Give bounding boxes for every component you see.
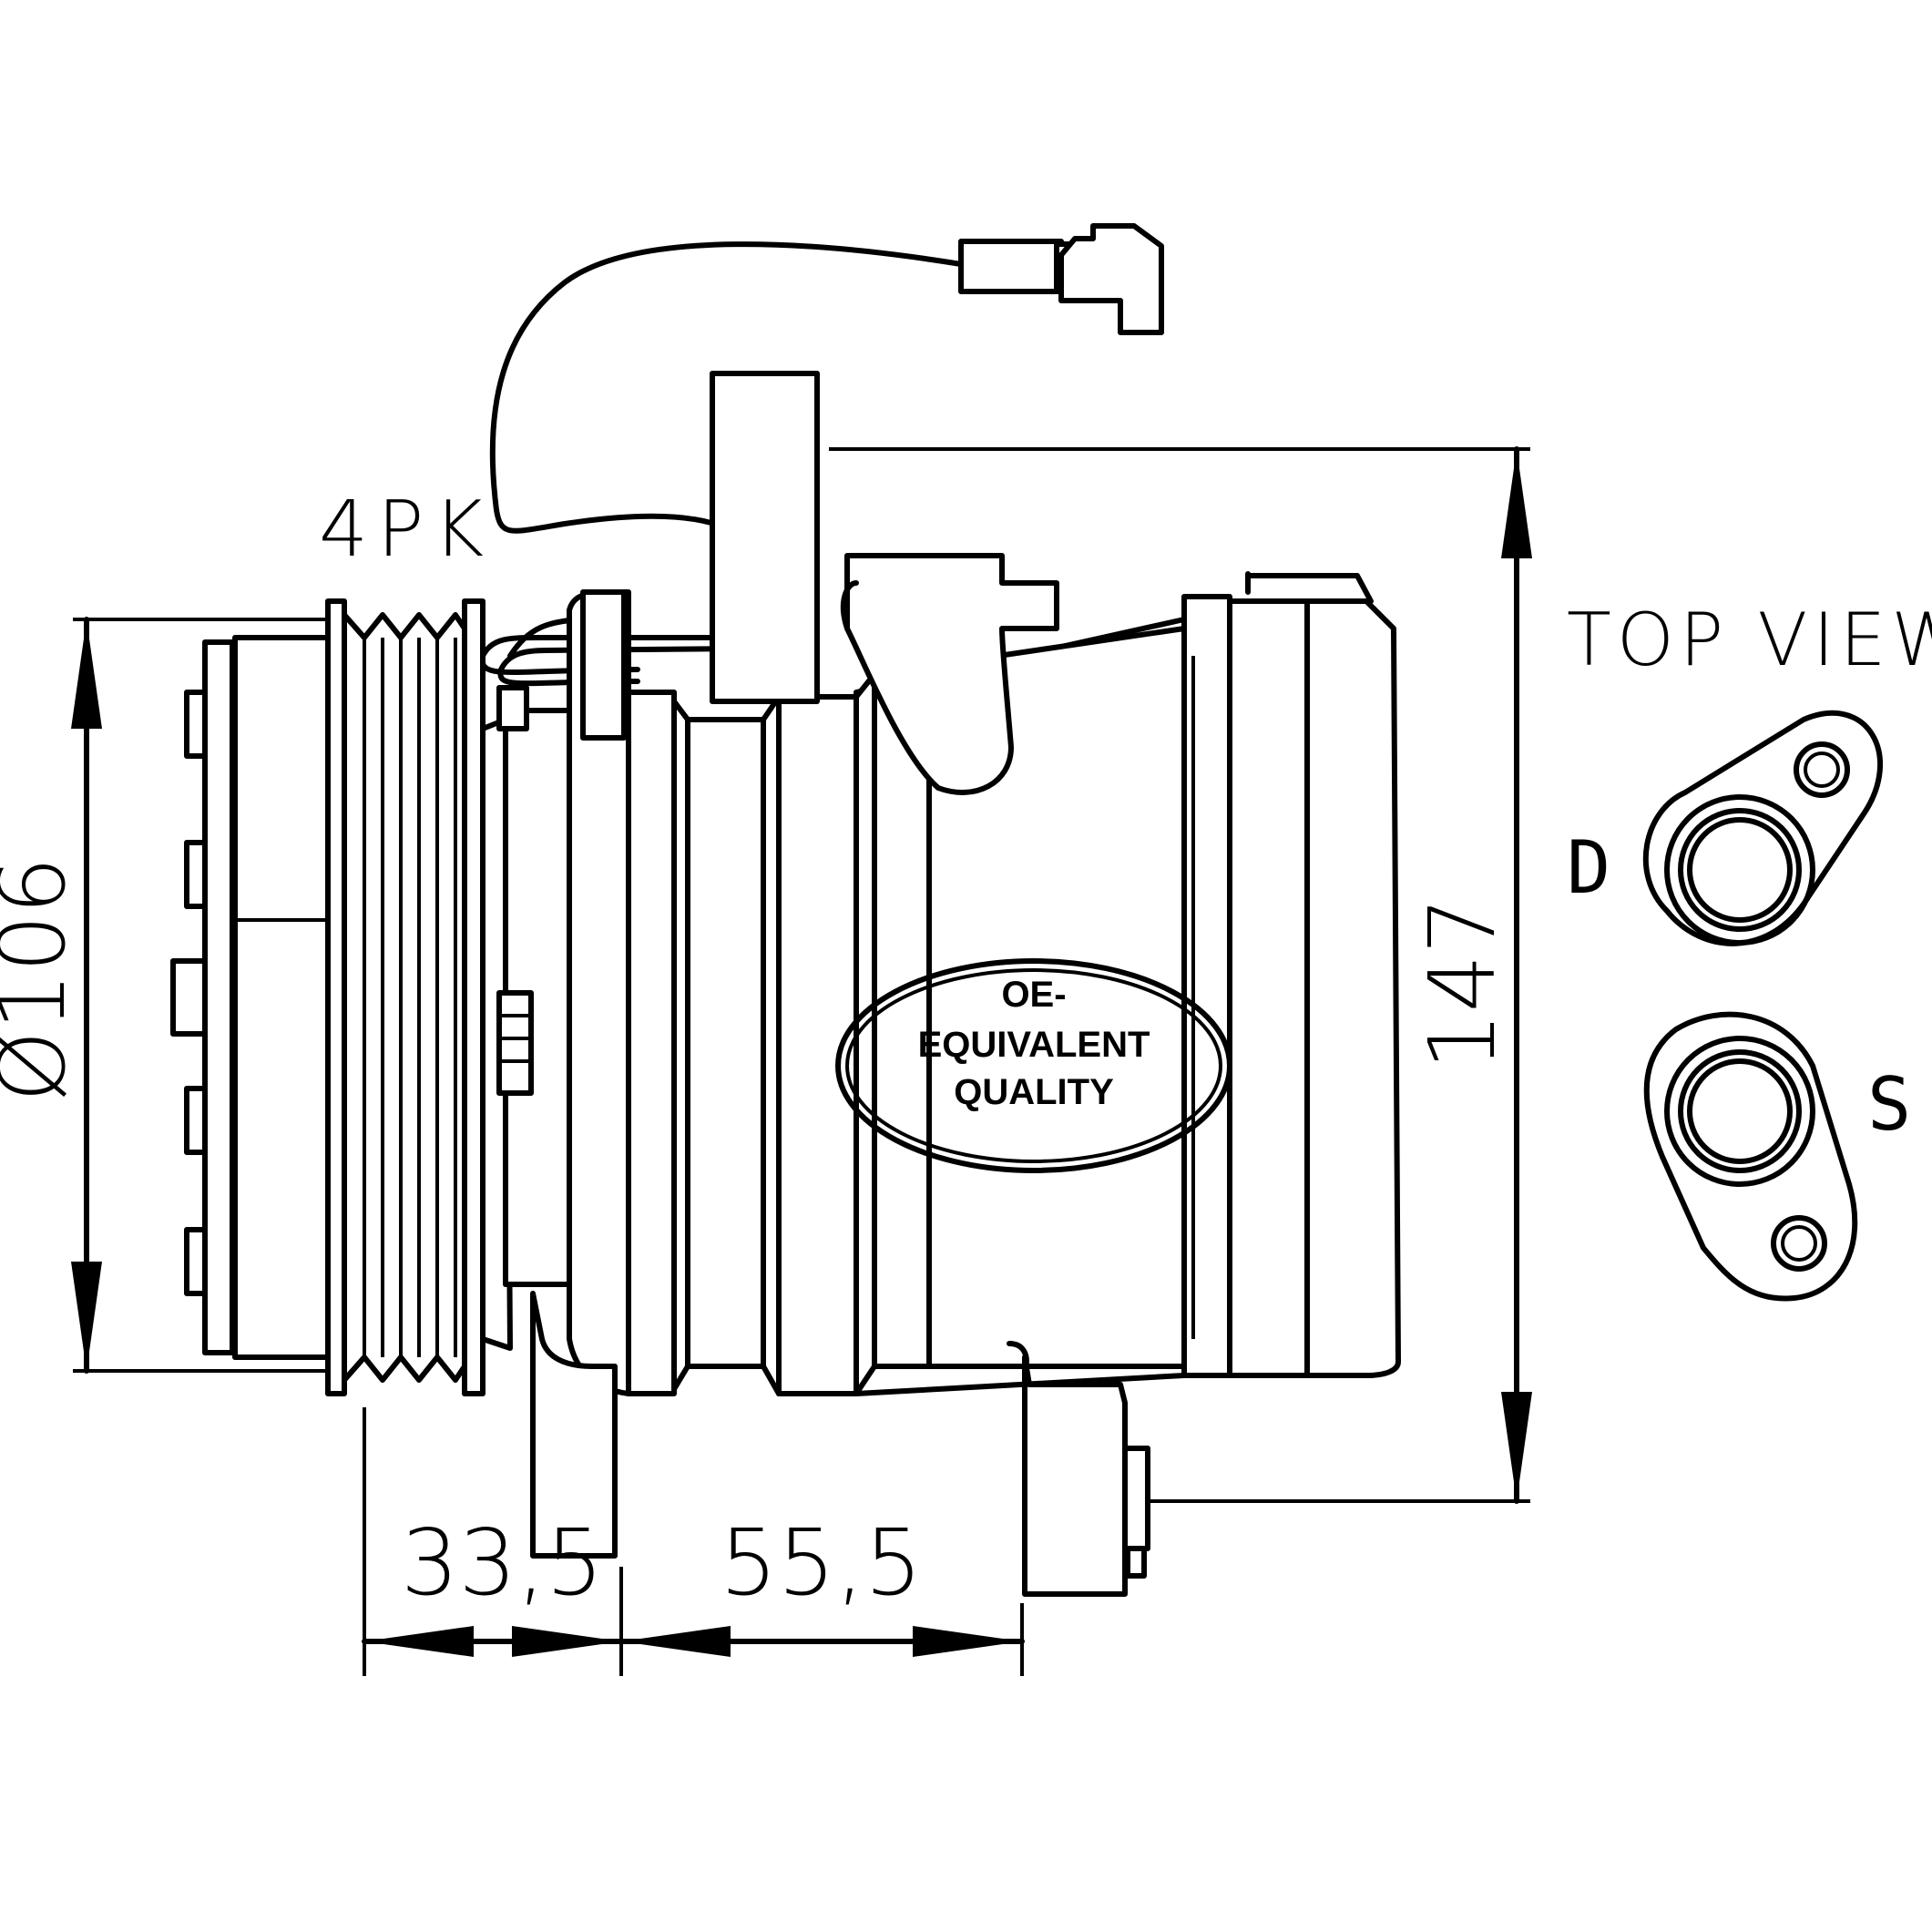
badge-line-1: OE-: [1001, 975, 1066, 1015]
pulley: [325, 598, 486, 1396]
oe-quality-badge: OE- EQUIVALENT QUALITY: [835, 958, 1232, 1173]
top-view-label: TOP VIEW: [1567, 598, 1932, 682]
discharge-port-label: D: [1567, 825, 1610, 910]
diameter-value: Ø106: [0, 856, 86, 1102]
wire-harness: [479, 241, 964, 687]
compressor-body: [567, 553, 1401, 1396]
bottom-mount-ear-right: [1007, 1341, 1150, 1597]
clutch-plate: [170, 635, 333, 1360]
left-offset-value: 33,5: [401, 1509, 604, 1616]
belt-profile-label: 4PK: [319, 485, 493, 575]
suction-port-flange: [1643, 1011, 1858, 1302]
discharge-port-flange: [1642, 710, 1883, 946]
offset-dimensions: [362, 1407, 1025, 1676]
top-mount-ear: [710, 371, 820, 704]
badge-line-3: QUALITY: [954, 1072, 1114, 1112]
diameter-dimension: [71, 617, 328, 1374]
suction-port-label: S: [1867, 1062, 1911, 1147]
mount-offset-value: 55,5: [720, 1509, 923, 1616]
height-value: 147: [1409, 896, 1516, 1070]
height-dimension: [829, 446, 1532, 1504]
bottom-mount-ear-left: [530, 1291, 618, 1559]
badge-line-2: EQUIVALENT: [918, 1025, 1150, 1065]
connector-plug: [958, 223, 1164, 335]
